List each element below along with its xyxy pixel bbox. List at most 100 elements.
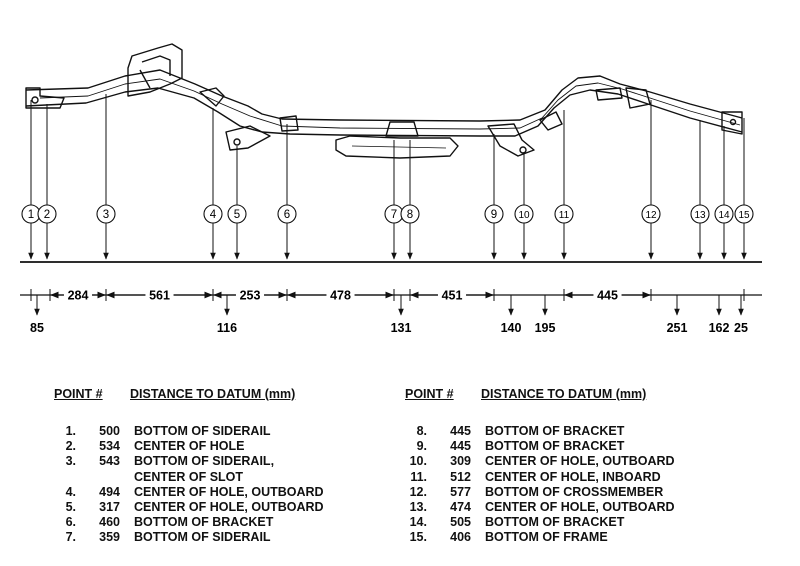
table-cell-num: 14. bbox=[409, 515, 427, 530]
offset-value-162: 162 bbox=[709, 321, 730, 335]
table-cell-num: 4. bbox=[65, 484, 76, 499]
callout-circle-3 bbox=[96, 204, 116, 224]
column-distance: DISTANCE TO DATUM (mm) bbox=[481, 387, 647, 401]
table-cell-num: 9. bbox=[416, 439, 427, 454]
callout-circle-2 bbox=[37, 204, 57, 224]
table-cell-num: 8. bbox=[416, 424, 427, 438]
table-cell-value: 309 bbox=[450, 454, 471, 469]
table-cell-num: 13. bbox=[409, 499, 427, 514]
table-cell-value: 359 bbox=[99, 530, 120, 545]
span-label-bg bbox=[235, 287, 265, 303]
column-distance: DISTANCE TO DATUM (mm) bbox=[130, 387, 296, 401]
span-dimension-445: 445 bbox=[597, 289, 618, 303]
column-point: POINT # bbox=[54, 387, 103, 401]
table-cell-desc: CENTER OF HOLE bbox=[134, 439, 245, 454]
callout-label-11: 11 bbox=[559, 210, 570, 221]
table-cell-value: 577 bbox=[450, 484, 471, 499]
table-row: 6. 460 BOTTOM OF BRACKET bbox=[54, 515, 324, 530]
table-row: 12. 577 BOTTOM OF CROSSMEMBER bbox=[405, 485, 675, 500]
callout-label-6: 6 bbox=[284, 209, 290, 221]
callout-circle-4 bbox=[203, 204, 223, 224]
table-cell-value: 317 bbox=[99, 499, 120, 514]
table-header: POINT # DISTANCE TO DATUM (mm) bbox=[54, 387, 324, 401]
callout-circle-13 bbox=[690, 204, 710, 224]
callout-label-7: 7 bbox=[391, 209, 397, 221]
callout-label-4: 4 bbox=[210, 209, 217, 221]
callout-label-3: 3 bbox=[103, 209, 109, 221]
table-cell-desc: CENTER OF SLOT bbox=[134, 469, 244, 484]
table-cell-num: 11. bbox=[410, 469, 427, 484]
table-cell-value: 406 bbox=[450, 530, 471, 545]
table-cell-value: 445 bbox=[450, 424, 471, 438]
table-cell-desc: BOTTOM OF FRAME bbox=[485, 530, 608, 545]
span-label-bg bbox=[437, 287, 467, 303]
table-cell-desc: BOTTOM OF CROSSMEMBER bbox=[485, 484, 664, 499]
table-row: CENTER OF SLOT bbox=[54, 470, 324, 485]
table-cell-value: 494 bbox=[99, 484, 120, 499]
table-cell-desc: BOTTOM OF BRACKET bbox=[485, 424, 625, 438]
vehicle-frame-drawing bbox=[25, 43, 743, 159]
table-row: 14. 505 BOTTOM OF BRACKET bbox=[405, 515, 675, 530]
callout-label-1: 1 bbox=[28, 209, 34, 221]
span-label-bg bbox=[326, 287, 355, 303]
span-dimension-561: 561 bbox=[149, 289, 170, 303]
offset-value-251: 251 bbox=[667, 321, 688, 335]
callout-circle-6 bbox=[277, 204, 297, 224]
table-cell-desc: BOTTOM OF BRACKET bbox=[134, 515, 274, 530]
table-cell-desc: BOTTOM OF SIDERAIL bbox=[134, 530, 271, 545]
table-cell-num bbox=[54, 470, 78, 485]
span-dimension-253: 253 bbox=[240, 289, 261, 303]
table-cell-value: 512 bbox=[450, 469, 471, 484]
span-label-bg bbox=[145, 287, 174, 303]
table-cell-num: 6. bbox=[65, 515, 76, 530]
table-cell-desc: CENTER OF HOLE, OUTBOARD bbox=[485, 499, 675, 514]
callout-label-8: 8 bbox=[407, 209, 413, 221]
callout-circle-9 bbox=[484, 204, 504, 224]
table-cell-desc: BOTTOM OF BRACKET bbox=[485, 515, 625, 530]
span-label-bg bbox=[593, 287, 622, 303]
offset-value-85: 85 bbox=[30, 321, 44, 335]
table-row: 8. 445 BOTTOM OF BRACKET bbox=[405, 424, 675, 439]
table-cell-desc: CENTER OF HOLE, INBOARD bbox=[485, 469, 661, 484]
callout-label-12: 12 bbox=[645, 210, 657, 221]
span-dimension-451: 451 bbox=[442, 289, 463, 303]
table-cell-num: 3. bbox=[65, 454, 76, 469]
callout-circle-15 bbox=[734, 204, 754, 224]
table-cell-value: 474 bbox=[450, 499, 471, 514]
offset-value-116: 116 bbox=[217, 321, 237, 335]
table-cell-num: 1. bbox=[65, 424, 76, 438]
span-dimension-284: 284 bbox=[68, 289, 89, 303]
table-cell-num: 2. bbox=[65, 439, 76, 454]
callout-label-13: 13 bbox=[694, 210, 706, 221]
callout-circle-11 bbox=[554, 204, 574, 224]
table-cell-value: 445 bbox=[450, 439, 471, 454]
column-point: POINT # bbox=[405, 387, 454, 401]
callout-circle-5 bbox=[227, 204, 247, 224]
offset-value-140: 140 bbox=[501, 321, 522, 335]
table-cell-desc: BOTTOM OF SIDERAIL bbox=[134, 424, 271, 438]
callout-label-15: 15 bbox=[738, 210, 750, 221]
offset-value-25: 25 bbox=[734, 321, 748, 335]
span-label-bg bbox=[63, 287, 93, 303]
table-cell-value: 460 bbox=[99, 515, 120, 530]
callout-label-14: 14 bbox=[718, 210, 730, 221]
table-row: 11. 512 CENTER OF HOLE, INBOARD bbox=[405, 470, 675, 485]
callout-label-10: 10 bbox=[518, 210, 530, 221]
table-cell-num: 10. bbox=[409, 454, 427, 469]
callout-circle-8 bbox=[400, 204, 420, 224]
table-cell-num: 7. bbox=[65, 530, 76, 545]
table-row: 7. 359 BOTTOM OF SIDERAIL bbox=[54, 530, 324, 545]
table-cell-value: 505 bbox=[450, 515, 471, 530]
table-cell-num: 12. bbox=[409, 484, 427, 499]
offset-value-131: 131 bbox=[391, 321, 412, 335]
table-cell-value: 543 bbox=[99, 454, 120, 469]
table-cell-desc: BOTTOM OF SIDERAIL, bbox=[134, 454, 275, 469]
